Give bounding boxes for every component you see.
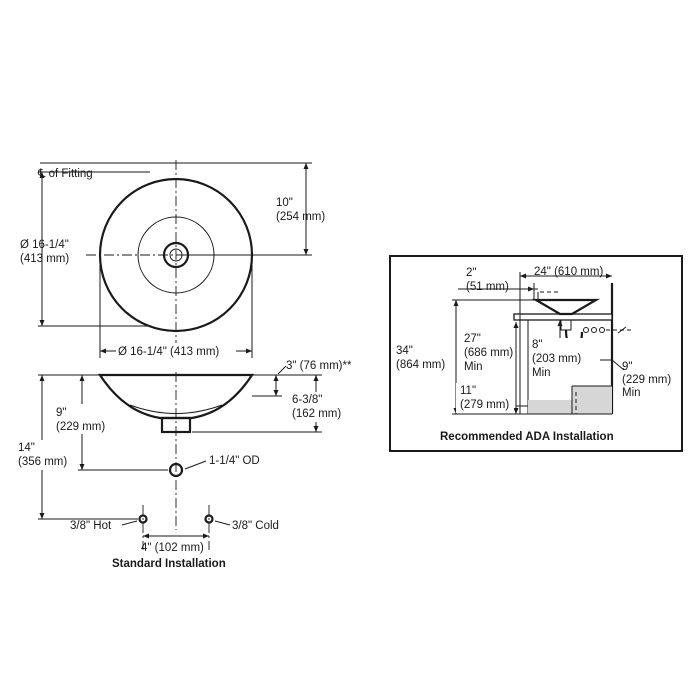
side-view: 3" (76 mm)** 6-3/8" (162 mm) 9" (229 mm)…: [14, 360, 352, 570]
ada-floor-label: 11": [460, 385, 476, 397]
depth-arrow-top: [303, 163, 309, 169]
centerline-label: ℄ of Fitting: [37, 168, 93, 180]
rim-to-supply-label: 14": [18, 442, 35, 454]
ada-toe-label: 9": [622, 361, 632, 373]
drain-outlet: [168, 462, 184, 478]
ada-knee-label-min: Min: [464, 361, 483, 373]
cold-label: 3/8" Cold: [232, 520, 279, 532]
depth-label-mm: (254 mm): [276, 211, 325, 223]
ada-toe-label-mm: (229 mm): [622, 374, 671, 386]
ada-toe-clearance: [572, 386, 612, 414]
ada-drain-label: 8": [532, 339, 542, 351]
width-label: Ø 16-1/4" (413 mm): [118, 346, 219, 358]
height-label-mm: (413 mm): [20, 253, 69, 265]
ada-knee-label-mm: (686 mm): [464, 347, 513, 359]
hot-label: 3/8" Hot: [70, 520, 112, 532]
ada-height-label: 34": [396, 345, 413, 357]
ada-height-label-mm: (864 mm): [396, 359, 445, 371]
height-label: Ø 16-1/4": [20, 239, 69, 251]
cold-supply: [204, 514, 214, 524]
ada-basin: [531, 298, 601, 316]
bowl-depth-label-mm: (162 mm): [292, 408, 341, 420]
hot-supply: [138, 514, 148, 524]
ada-width-label: 24" (610 mm): [534, 266, 603, 278]
depth-label: 10": [276, 197, 293, 209]
drain-label: 1-1/4" OD: [209, 455, 260, 467]
ada-caption: Recommended ADA Installation: [440, 431, 614, 443]
standard-caption: Standard Installation: [112, 558, 226, 570]
ada-toe-label-min: Min: [622, 387, 641, 399]
width-arrow-left: [100, 348, 106, 354]
ada-drain-label-min: Min: [532, 367, 551, 379]
bowl-depth-label: 6-3/8": [292, 394, 322, 406]
ada-frame: [389, 255, 683, 452]
rim-to-supply-label-mm: (356 mm): [18, 456, 67, 468]
height-arrow-bottom: [39, 320, 45, 326]
depth-arrow-bottom: [303, 249, 309, 255]
top-view: ℄ of Fitting 10" (254 mm) Ø 16-1/4" (413…: [20, 160, 325, 358]
ada-offset-label-mm: (51 mm): [466, 281, 509, 293]
ada-offset-label: 2": [466, 267, 476, 279]
ada-drain-label-mm: (203 mm): [532, 353, 581, 365]
ada-knee-label: 27": [464, 333, 481, 345]
rim-height-label: 3" (76 mm)**: [286, 360, 352, 372]
ada-floor-label-mm: (279 mm): [460, 399, 509, 411]
height-arrow-top: [39, 172, 45, 178]
supply-spacing-label: 4" (102 mm): [141, 542, 204, 554]
ada-panel: 2" (51 mm) 24" (610 mm) 34" (864 mm) 27"…: [389, 255, 683, 452]
basin-profile: [97, 373, 255, 420]
width-arrow-right: [246, 348, 252, 354]
rim-to-drain-label-mm: (229 mm): [56, 421, 105, 433]
rim-to-drain-label: 9": [56, 407, 66, 419]
